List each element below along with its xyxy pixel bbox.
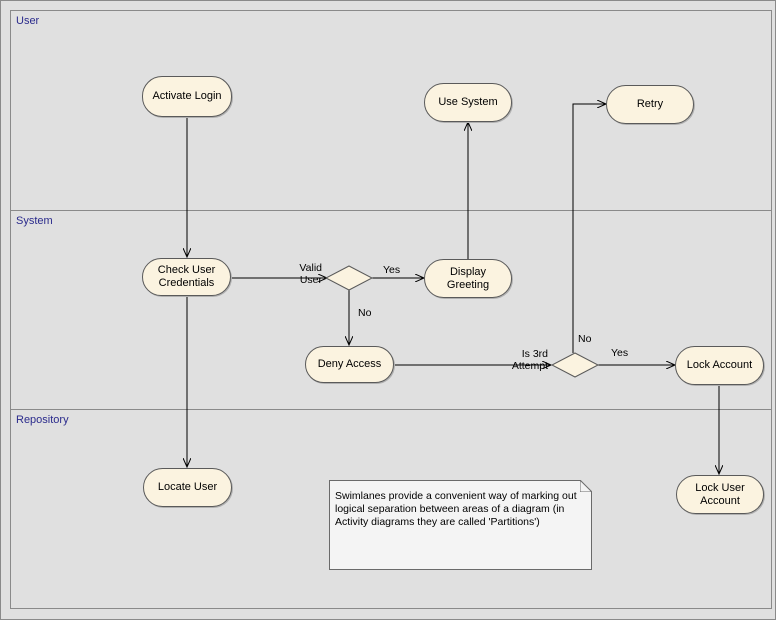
- label-is-third-attempt: Is 3rd Attempt: [511, 348, 548, 372]
- node-retry[interactable]: Retry: [606, 85, 694, 124]
- label-no-retry: No: [578, 333, 592, 345]
- decision-third-attempt[interactable]: [550, 352, 600, 378]
- lane-title-repository: Repository: [16, 414, 69, 426]
- node-activate-login[interactable]: Activate Login: [142, 76, 232, 117]
- node-display-greeting[interactable]: Display Greeting: [424, 259, 512, 298]
- label-valid-user: Valid User: [299, 262, 322, 286]
- edge-attempt-to-retry[interactable]: [572, 104, 606, 353]
- note-swimlanes[interactable]: Swimlanes provide a convenient way of ma…: [329, 480, 592, 570]
- node-check-user-credentials[interactable]: Check User Credentials: [142, 258, 231, 296]
- node-locate-user[interactable]: Locate User: [143, 468, 232, 507]
- label-yes-greeting: Yes: [383, 264, 401, 276]
- label-yes-lock: Yes: [611, 347, 629, 359]
- node-deny-access[interactable]: Deny Access: [305, 346, 394, 383]
- lane-title-user: User: [16, 15, 40, 27]
- node-use-system[interactable]: Use System: [424, 83, 512, 122]
- decision-valid-user[interactable]: [324, 265, 374, 291]
- note-text: Swimlanes provide a convenient way of ma…: [335, 490, 577, 528]
- label-no-deny: No: [358, 307, 372, 319]
- lane-title-system: System: [16, 215, 53, 227]
- note-fold-corner: [580, 480, 592, 492]
- node-lock-user-account[interactable]: Lock User Account: [676, 475, 764, 514]
- node-lock-account[interactable]: Lock Account: [675, 346, 764, 385]
